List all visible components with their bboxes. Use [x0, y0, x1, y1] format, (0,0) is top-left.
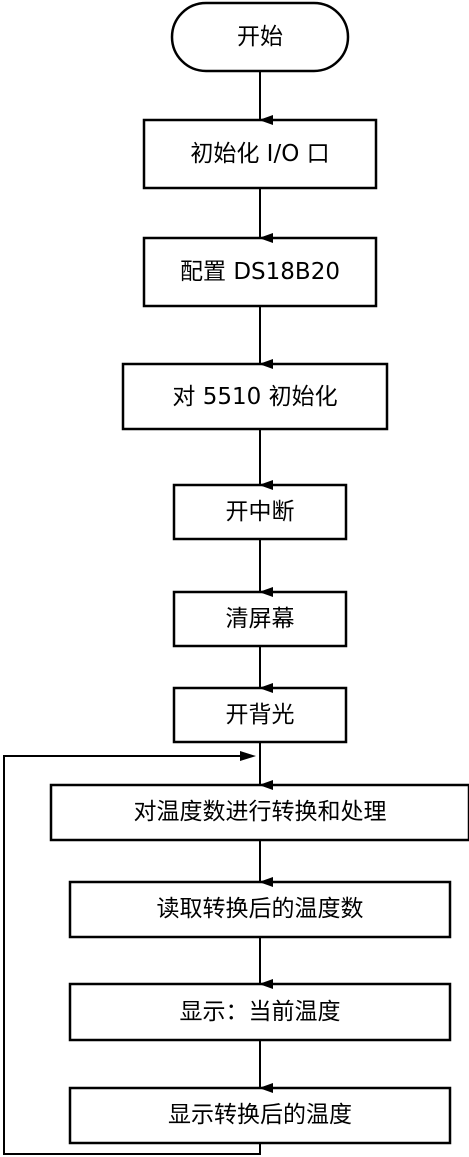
step-label-read-temperature: 读取转换后的温度数: [157, 896, 364, 922]
step-label-enable-interrupt: 开中断: [226, 499, 295, 525]
loop-back-arrowhead: [240, 751, 256, 761]
start-terminal-label: 开始: [237, 24, 283, 50]
step-box-init-io: 初始化 I/O 口: [142, 118, 378, 190]
step-box-init-5510: 对 5510 初始化: [121, 362, 389, 431]
start-terminal: 开始: [170, 1, 350, 73]
step-box-show-current-temperature: 显示：当前温度: [68, 982, 452, 1042]
step-label-show-current-temperature: 显示：当前温度: [180, 999, 341, 1025]
step-box-clear-screen: 清屏幕: [172, 590, 348, 648]
step-label-backlight-on: 开背光: [226, 702, 295, 728]
step-label-convert-temperature: 对温度数进行转换和处理: [134, 799, 387, 825]
step-label-show-converted-temperature: 显示转换后的温度: [168, 1102, 352, 1128]
step-box-read-temperature: 读取转换后的温度数: [68, 880, 452, 939]
step-box-convert-temperature: 对温度数进行转换和处理: [49, 783, 469, 842]
step-label-clear-screen: 清屏幕: [226, 606, 295, 632]
loop-back-connector: [3, 751, 261, 1155]
step-box-show-converted-temperature: 显示转换后的温度: [68, 1086, 452, 1145]
step-box-config-ds18b20: 配置 DS18B20: [142, 236, 378, 308]
step-box-enable-interrupt: 开中断: [172, 483, 348, 541]
loop-back-path: [3, 755, 261, 1155]
step-label-config-ds18b20: 配置 DS18B20: [180, 259, 340, 285]
step-label-init-5510: 对 5510 初始化: [172, 384, 337, 410]
step-label-init-io: 初始化 I/O 口: [190, 141, 329, 167]
step-box-backlight-on: 开背光: [172, 686, 348, 744]
